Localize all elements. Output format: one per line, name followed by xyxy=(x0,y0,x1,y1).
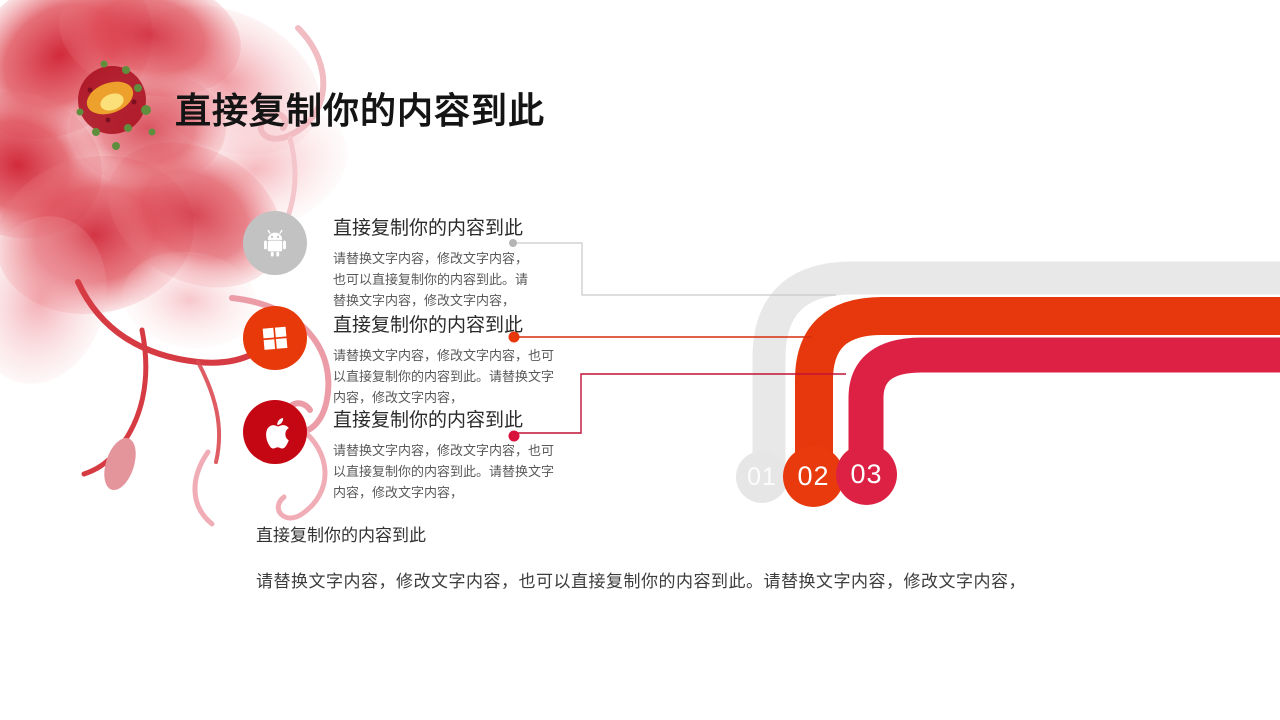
item-body: 请替换文字内容，修改文字内容，也可以直接复制你的内容到此。请替换文字内容，修改文… xyxy=(333,348,555,405)
item-title: 直接复制你的内容到此 xyxy=(333,218,524,239)
step-badge-01: 01 xyxy=(736,451,788,503)
connector-dot-2 xyxy=(508,331,520,343)
apple-icon-badge xyxy=(243,400,307,464)
content-item-3: 直接复制你的内容到此 请替换文字内容，修改文字内容，也可以直接复制你的内容到此。… xyxy=(333,405,563,503)
apple-icon xyxy=(266,418,289,449)
item-body: 请替换文字内容，修改文字内容，也可以直接复制你的内容到此。请替换文字内容，修改文… xyxy=(333,251,529,308)
pipe-gray xyxy=(752,261,1280,478)
windows-icon xyxy=(262,326,288,350)
connector-line-1 xyxy=(515,242,836,296)
connector-dot-3 xyxy=(508,430,520,442)
step-label: 02 xyxy=(797,461,830,491)
step-badge-02: 02 xyxy=(783,446,844,507)
page-title: 直接复制你的内容到此 xyxy=(175,90,546,131)
content-item-2: 直接复制你的内容到此 请替换文字内容，修改文字内容，也可以直接复制你的内容到此。… xyxy=(333,310,563,408)
item-body: 请替换文字内容，修改文字内容，也可以直接复制你的内容到此。请替换文字内容，修改文… xyxy=(333,443,555,500)
step-badge-03: 03 xyxy=(836,444,897,505)
flower-petals xyxy=(0,0,348,384)
footer-title: 直接复制你的内容到此 xyxy=(256,526,426,545)
step-label: 03 xyxy=(850,459,883,489)
connector-dot-1 xyxy=(509,239,517,247)
flower-leaf xyxy=(104,437,136,491)
content-item-1: 直接复制你的内容到此 请替换文字内容，修改文字内容，也可以直接复制你的内容到此。… xyxy=(333,213,535,311)
flower-decoration xyxy=(0,0,348,527)
pipe-crimson xyxy=(848,337,1280,476)
android-icon-badge xyxy=(243,211,307,275)
item-title: 直接复制你的内容到此 xyxy=(333,410,524,431)
connector-line-3 xyxy=(514,373,846,434)
item-title: 直接复制你的内容到此 xyxy=(333,315,524,336)
step-label: 01 xyxy=(747,462,777,491)
footer-body: 请替换文字内容，修改文字内容，也可以直接复制你的内容到此。请替换文字内容，修改文… xyxy=(256,572,1026,591)
flower-center xyxy=(76,60,156,150)
windows-icon-badge xyxy=(243,306,307,370)
android-icon xyxy=(264,229,286,257)
